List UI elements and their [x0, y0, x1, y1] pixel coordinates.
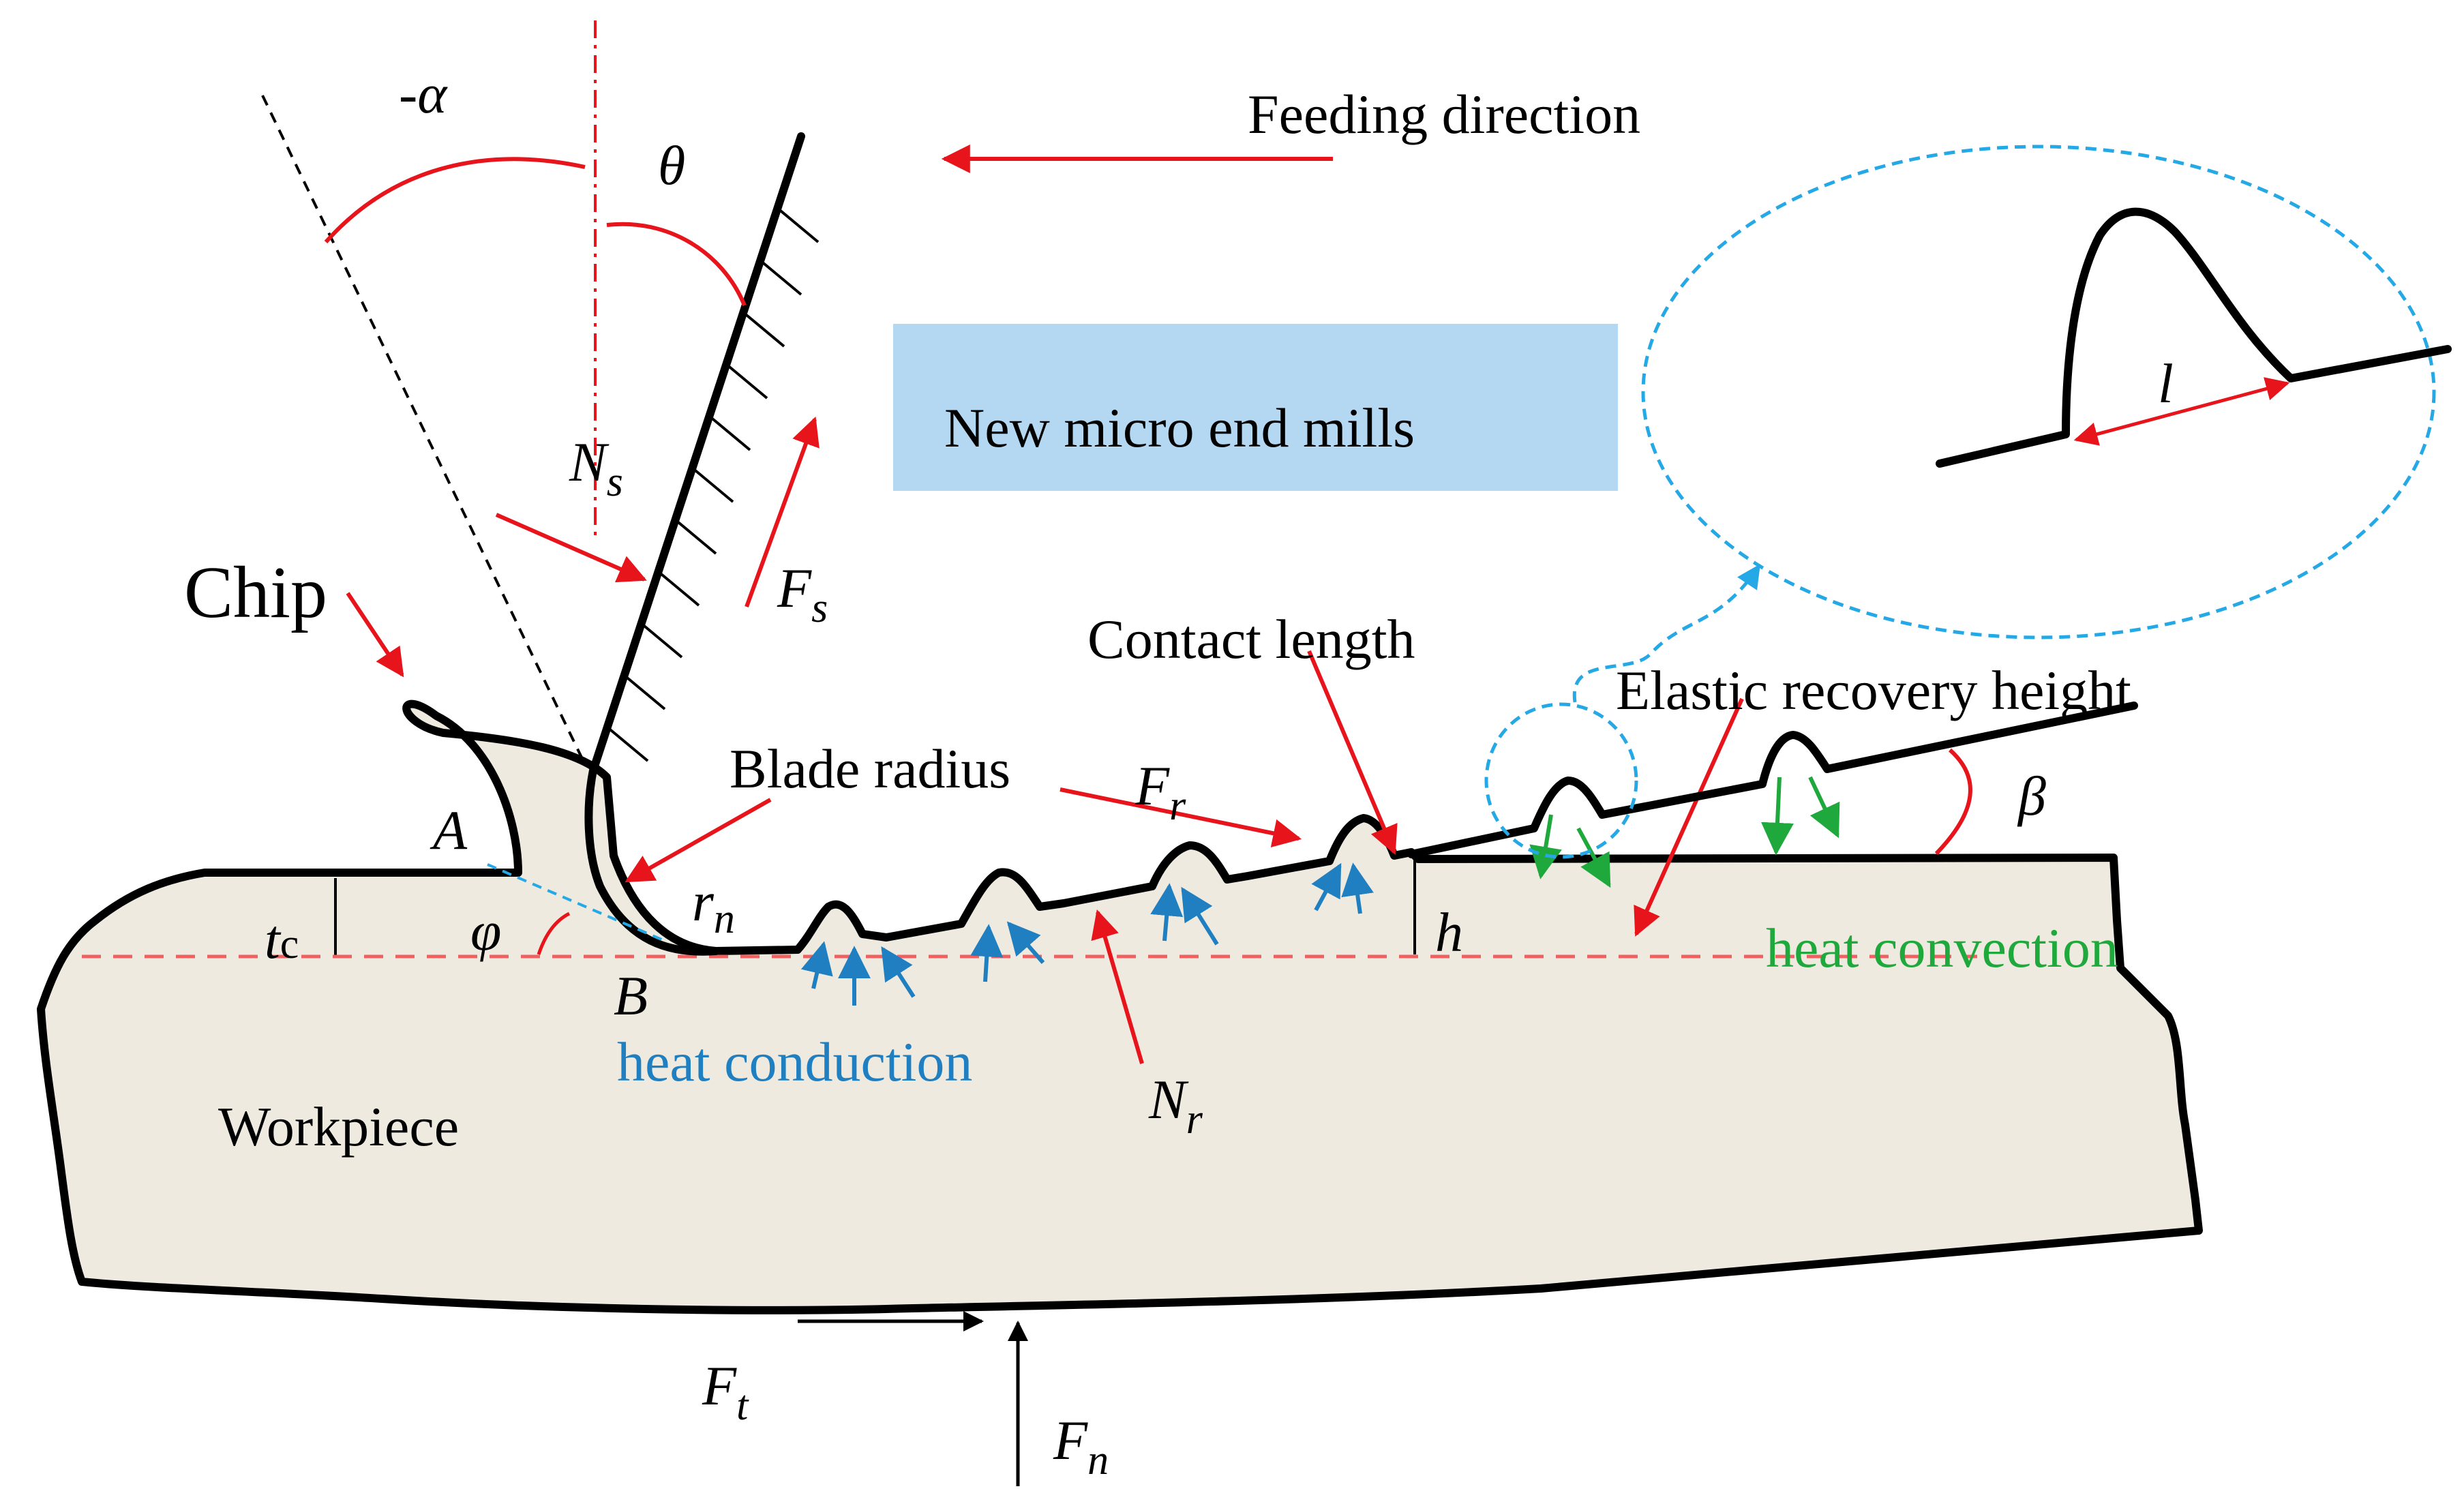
tool	[584, 132, 820, 956]
blade-radius-arrow	[625, 798, 772, 883]
heat-convection-label: heat convection	[1766, 917, 2118, 979]
phi-label: φ	[470, 900, 501, 962]
workpiece-label: Workpiece	[218, 1096, 459, 1158]
theta-arc	[606, 222, 747, 307]
workpiece	[37, 699, 2203, 1314]
elastic-recovery-arrow	[1634, 697, 1744, 937]
blade-radius-label: Blade radius	[730, 738, 1010, 800]
nr-arrow	[1091, 909, 1144, 1064]
rn-label: rn	[692, 871, 735, 942]
heat-conduction-arrows	[800, 862, 1374, 1006]
ns-label: Ns	[569, 431, 623, 505]
workpiece-body	[37, 699, 2203, 1314]
bottom-forces	[798, 1311, 1028, 1486]
ft-label: Ft	[702, 1355, 749, 1429]
ft-main: F	[702, 1355, 737, 1417]
small-dashed-circle	[1484, 702, 1638, 859]
magnified-peak	[1936, 207, 2452, 468]
fr-sub: r	[1169, 783, 1186, 829]
rn-main: r	[692, 871, 715, 933]
phi-arc	[537, 912, 571, 955]
chip-label: Chip	[184, 552, 327, 633]
tc-main: t	[265, 908, 282, 970]
heat-conduction-label: heat conduction	[617, 1031, 972, 1093]
chip-arrow	[346, 592, 404, 678]
fs-main: F	[777, 557, 812, 619]
l-label: l	[2158, 352, 2174, 415]
tc-label: tc	[265, 908, 299, 970]
tool-rake-face	[584, 132, 805, 956]
alpha-arc	[324, 157, 586, 243]
fn-main: F	[1053, 1409, 1088, 1471]
h-label: h	[1435, 901, 1463, 963]
fn-label: Fn	[1053, 1409, 1109, 1484]
point-b-label: B	[614, 965, 648, 1027]
angle-construction	[261, 20, 1972, 955]
fn-sub: n	[1087, 1437, 1109, 1484]
recovery-line	[1407, 702, 2138, 858]
fr-label: Fr	[1135, 755, 1186, 829]
beta-label: β	[2017, 765, 2046, 827]
large-dashed-circle	[1641, 145, 2436, 639]
heat-convection-arrows	[1529, 776, 1840, 888]
force-arrows	[346, 145, 1744, 1064]
ns-sub: s	[607, 459, 623, 505]
elastic-recovery-height-label: Elastic recovery height	[1616, 659, 2131, 721]
feeding-direction-label: Feeding direction	[1248, 83, 1640, 145]
beta-arc	[1934, 748, 1972, 856]
l-dimension-arrow	[2073, 377, 2290, 446]
fr-main: F	[1135, 755, 1170, 817]
contact-length-arrow	[1307, 650, 1398, 855]
nr-sub: r	[1186, 1096, 1203, 1143]
ns-arrow	[495, 513, 647, 583]
tool-hatching	[605, 207, 820, 762]
rake-reference-line	[261, 95, 584, 761]
contact-length-label: Contact length	[1087, 608, 1415, 670]
rn-sub: n	[714, 896, 735, 942]
rake-angle-label: -α	[399, 63, 448, 125]
magnifier	[1484, 145, 2452, 859]
fs-sub: s	[811, 585, 828, 631]
new-micro-end-mills-box	[893, 324, 1618, 491]
recovered-surface	[1407, 702, 2138, 858]
theta-label: θ	[658, 134, 685, 196]
nr-label: Nr	[1148, 1068, 1203, 1143]
fs-label: Fs	[777, 557, 828, 631]
fs-arrow	[745, 417, 820, 608]
ft-sub: t	[736, 1383, 749, 1429]
nr-main: N	[1148, 1068, 1189, 1130]
tc-sub: c	[280, 921, 299, 967]
fr-arrow	[1060, 787, 1302, 847]
ns-main: N	[569, 431, 610, 493]
point-a-label: A	[430, 799, 468, 861]
new-micro-end-mills-label: New micro end mills	[944, 397, 1415, 459]
